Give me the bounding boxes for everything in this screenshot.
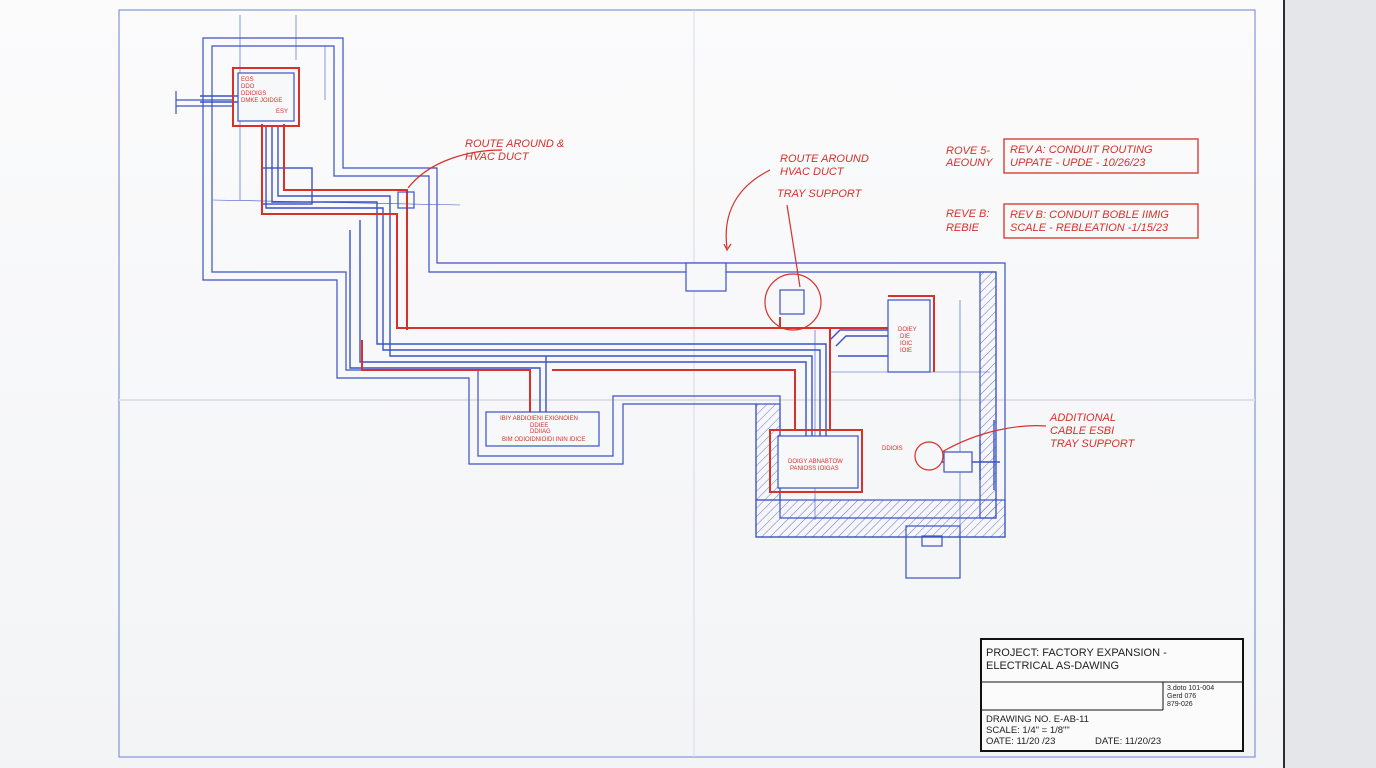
rev-b-line1: REV B: CONDUIT BOBLE IIMIG [1010, 209, 1169, 221]
route-left-line2: HVAC DUCT [465, 151, 530, 163]
bottom-center-line1: IBIY ABDIOIENI EXIGNOIEN [500, 416, 578, 422]
bottom-right-line2: PANIOSS IOIGAS [790, 466, 839, 472]
right-panel-line4: IOIE [900, 348, 912, 354]
annotations: ROUTE AROUND & HVAC DUCT ROUTE AROUND HV… [465, 138, 1136, 450]
route-right-line1: ROUTE AROUND [780, 153, 869, 165]
drawing-number: DRAWING NO. E-AB-11 [986, 714, 1089, 725]
callout-marks [407, 149, 1047, 471]
rev-b-side-line2: REBIE [946, 222, 980, 234]
panel-tl-line2: DDO [241, 84, 255, 90]
red-conduit-runs [232, 67, 935, 493]
rev-a-line2: UPPATE - UPDE - 10/26/23 [1010, 157, 1146, 169]
bottom-center-line4: BIM ODIOIDNIOIDI ININ IDICE [502, 437, 585, 443]
additional-line3: TRAY SUPPORT [1050, 438, 1136, 450]
revision-block: ROVE 5- AEOUNY REV A: CONDUIT ROUTING UP… [945, 138, 1199, 239]
rev-b-box [1003, 203, 1199, 239]
panel-tl-line4: DMKE JOIDGE [241, 98, 282, 104]
date-right: DATE: 11/20/23 [1095, 736, 1161, 747]
drawing-scale: SCALE: 1/4" = 1/8"" [986, 725, 1070, 736]
title-block-frame [980, 638, 1244, 752]
bottom-center-line3: DDIIAG [530, 429, 551, 435]
panel-tl-line3: DDIOIGS [241, 91, 266, 97]
rev-a-side-line2: AEOUNY [945, 157, 993, 169]
equipment-panels [237, 72, 973, 489]
route-left-line1: ROUTE AROUND & [465, 138, 564, 150]
route-right-line2: HVAC DUCT [780, 166, 845, 178]
project-line1: PROJECT: FACTORY EXPANSION - [986, 647, 1167, 659]
building-walls [175, 15, 1006, 579]
right-panel-line3: IOIC [900, 341, 913, 347]
info-line2: Gerd 076 [1167, 693, 1196, 700]
sheet-edge [1283, 0, 1376, 768]
panel-tl-small: ESY [276, 109, 288, 115]
rev-b-line2: SCALE - REBLEATION -1/15/23 [1010, 222, 1169, 234]
bottom-center-line2: DDIEE [530, 423, 548, 429]
rev-a-line1: REV A: CONDUIT ROUTING [1010, 144, 1153, 156]
tray-support-label: TRAY SUPPORT [777, 188, 863, 200]
blue-conduit-runs [200, 95, 1000, 490]
date-left: OATE: 11/20 /23 [986, 736, 1055, 747]
additional-line1: ADDITIONAL [1049, 412, 1116, 424]
bottom-right-line1: DOIGY ABNABTOW [788, 459, 843, 465]
right-panel-line2: DIE [900, 334, 910, 340]
equipment-labels: EGS DDO DDIOIGS DMKE JOIDGE ESY IBIY ABD… [241, 77, 917, 472]
side-code: DDIOIS [882, 446, 903, 452]
panel-tl-line1: EGS [241, 77, 254, 83]
info-line3: 879-026 [1167, 701, 1193, 708]
additional-line2: CABLE ESBI [1050, 425, 1114, 437]
title-block: PROJECT: FACTORY EXPANSION - ELECTRICAL … [980, 638, 1244, 752]
rev-b-side-line1: REVE B: [946, 208, 989, 220]
project-line2: ELECTRICAL AS-DAWING [986, 660, 1119, 672]
right-panel-line1: DOIEY [898, 327, 917, 333]
rev-a-box [1003, 138, 1199, 174]
rev-a-side-line1: ROVE 5- [946, 145, 990, 157]
info-line1: 3.doto 101-004 [1167, 685, 1214, 692]
drawing-border [118, 9, 1256, 758]
